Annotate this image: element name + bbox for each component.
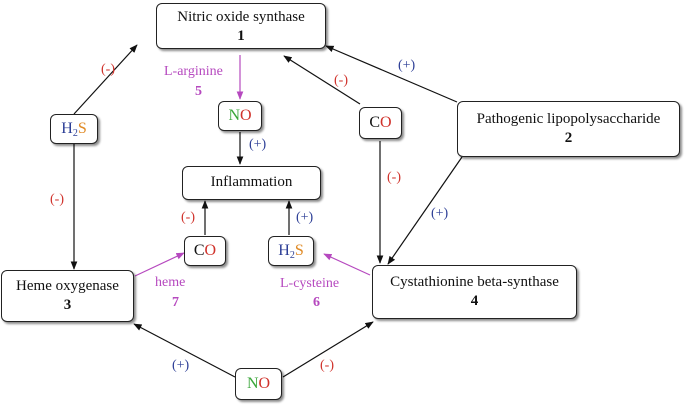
effect-co-to-cbs: (-) — [387, 170, 401, 185]
heme-oxygenase-name: Heme oxygenase — [16, 278, 119, 294]
co-center-o: O — [204, 242, 217, 259]
cystathionine-beta-synthase-number: 4 — [470, 293, 479, 309]
co-right-c: C — [369, 114, 381, 131]
arrow-lps-to-cbs — [387, 156, 463, 265]
l-arginine-number: 5 — [195, 84, 202, 99]
arrow-no-to-cbs — [282, 321, 374, 378]
effect-lps-to-cbs: (+) — [431, 206, 449, 221]
effect-h2s-to-inflammation: (+) — [296, 210, 314, 225]
co-center-box: CO — [184, 236, 226, 266]
h2s-left-box: H2S — [50, 114, 98, 144]
inflammation-box: Inflammation — [182, 166, 321, 200]
no-bottom-n: N — [246, 375, 259, 392]
effect-co-to-inflammation: (-) — [181, 210, 195, 225]
heme-oxygenase-box: Heme oxygenase 3 — [1, 270, 134, 322]
co-right-box: CO — [359, 107, 402, 139]
h2s-center-s: S — [294, 242, 304, 259]
effect-h2s-to-nos: (-) — [101, 62, 115, 77]
h2s-left-s: S — [77, 120, 87, 137]
effect-co-to-nos: (-) — [334, 73, 348, 88]
lipopolysaccharide-number: 2 — [564, 130, 573, 146]
lipopolysaccharide-box: Pathogenic lipopolysaccharide 2 — [457, 101, 680, 157]
l-cysteine-label: L-cysteine — [280, 276, 340, 291]
l-arginine-label: L-arginine — [164, 64, 223, 79]
h2s-center-h: H — [278, 242, 290, 259]
nitric-oxide-synthase-number: 1 — [237, 28, 245, 44]
no-top-o: O — [240, 107, 252, 124]
cystathionine-beta-synthase-name: Cystathionine beta-synthase — [390, 274, 559, 290]
co-right-o: O — [380, 114, 392, 131]
l-cysteine-number: 6 — [313, 295, 320, 310]
heme-label: heme — [155, 275, 186, 290]
heme-number: 7 — [172, 295, 179, 310]
lipopolysaccharide-name: Pathogenic lipopolysaccharide — [476, 111, 661, 127]
nitric-oxide-synthase-box: Nitric oxide synthase 1 — [156, 3, 326, 49]
arrow-co-to-nos — [283, 55, 361, 105]
arrow-no-to-ho — [133, 323, 236, 378]
effect-no-to-cbs: (-) — [320, 358, 334, 373]
nitric-oxide-synthase-name: Nitric oxide synthase — [177, 9, 305, 25]
arrow-cysteine-to-h2s — [323, 253, 371, 276]
effect-lps-to-nos: (+) — [398, 58, 416, 73]
inflammation-name: Inflammation — [210, 174, 293, 190]
arrow-heme-to-co — [134, 252, 185, 277]
no-top-box: NO — [218, 101, 262, 131]
h2s-center-box: H2S — [268, 236, 314, 266]
no-bottom-box: NO — [235, 368, 282, 400]
co-center-c: C — [193, 242, 205, 259]
arrow-lps-to-nos — [325, 45, 458, 103]
heme-oxygenase-number: 3 — [63, 297, 72, 313]
h2s-center-sub: 2 — [289, 250, 295, 261]
no-bottom-o: O — [258, 375, 271, 392]
effect-no-to-ho: (+) — [172, 358, 190, 373]
no-top-n: N — [228, 107, 240, 124]
arrow-h2s-to-nos — [73, 44, 138, 115]
h2s-left-sub: 2 — [72, 128, 78, 139]
effect-no-to-inflammation: (+) — [249, 137, 267, 152]
h2s-left-h: H — [61, 120, 73, 137]
effect-h2s-to-ho: (-) — [50, 192, 64, 207]
cystathionine-beta-synthase-box: Cystathionine beta-synthase 4 — [372, 265, 577, 319]
